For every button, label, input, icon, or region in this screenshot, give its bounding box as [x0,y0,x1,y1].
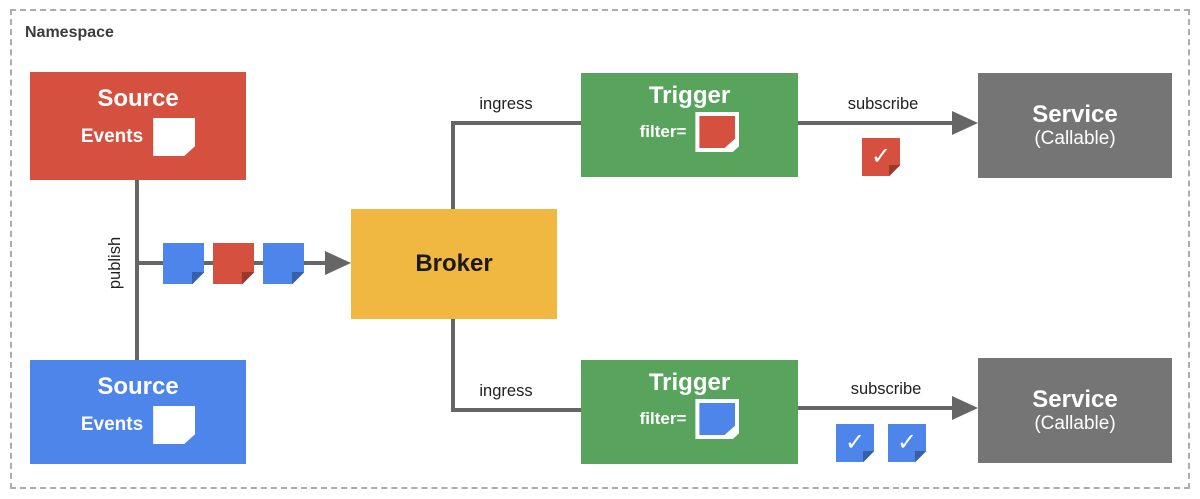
ingress-bottom-edge-label: ingress [479,382,533,400]
service-bottom-box: Service (Callable) [978,358,1172,463]
service-title: Service [1032,100,1118,128]
event-note-blue-icon [263,243,304,284]
namespace-boundary [10,9,1190,489]
source-title: Source [97,85,179,112]
subscribe-top-arrowhead-icon [952,111,978,135]
events-note-icon [153,118,196,156]
trigger-filter-row: filter= [640,112,740,152]
source-title: Source [97,373,179,400]
filter-label: filter= [639,122,687,141]
ingress-top-edge-label: ingress [479,95,533,113]
note-fold-icon [888,164,900,176]
check-mark: ✓ [896,429,918,456]
events-label: Events [80,414,144,435]
subscribe-top-line [798,121,956,125]
broker-box: Broker [351,209,557,319]
delivered-event-blue-check-icon: ✓ [888,424,926,462]
service-subtitle: (Callable) [1034,127,1116,149]
delivered-event-red-check-icon: ✓ [862,138,900,176]
note-fold-icon [914,450,926,462]
filter-note-blue-icon [695,399,740,439]
check-mark: ✓ [870,143,892,170]
trigger-top-box: Trigger filter= [581,73,798,177]
trigger-title: Trigger [648,82,731,109]
ingress-bottom-line-vertical [451,317,455,412]
service-title: Service [1032,385,1118,413]
subscribe-bottom-line [798,406,956,410]
trigger-title: Trigger [648,369,731,396]
filter-note-red-icon [695,112,740,152]
subscribe-top-edge-label: subscribe [847,95,919,113]
delivered-event-blue-check-icon: ✓ [836,424,874,462]
note-fold-icon [862,450,874,462]
publish-edge-label: publish [106,236,124,290]
filter-label: filter= [639,409,687,428]
publish-arrowhead-icon [325,251,351,275]
namespace-label: Namespace [25,24,114,41]
source-events-row: Events [80,118,196,156]
subscribe-bottom-edge-label: subscribe [850,380,922,398]
events-note-icon [153,406,196,444]
service-top-box: Service (Callable) [978,73,1172,178]
trigger-filter-row: filter= [640,399,740,439]
source-blue-box: Source Events [30,360,246,464]
broker-title: Broker [415,250,493,277]
service-subtitle: (Callable) [1034,412,1116,434]
ingress-top-line-vertical [451,121,455,211]
ingress-top-line-horizontal [451,121,581,125]
filter-note-fill [699,403,736,435]
check-mark: ✓ [844,429,866,456]
subscribe-bottom-arrowhead-icon [952,396,978,420]
trigger-bottom-box: Trigger filter= [581,360,798,464]
event-note-red-icon [213,243,254,284]
source-events-row: Events [80,406,196,444]
event-note-blue-icon [163,243,204,284]
events-label: Events [80,126,144,147]
ingress-bottom-line-horizontal [451,408,581,412]
source-red-box: Source Events [30,72,246,180]
publish-line-vertical [135,180,139,360]
filter-note-fill [699,116,736,148]
